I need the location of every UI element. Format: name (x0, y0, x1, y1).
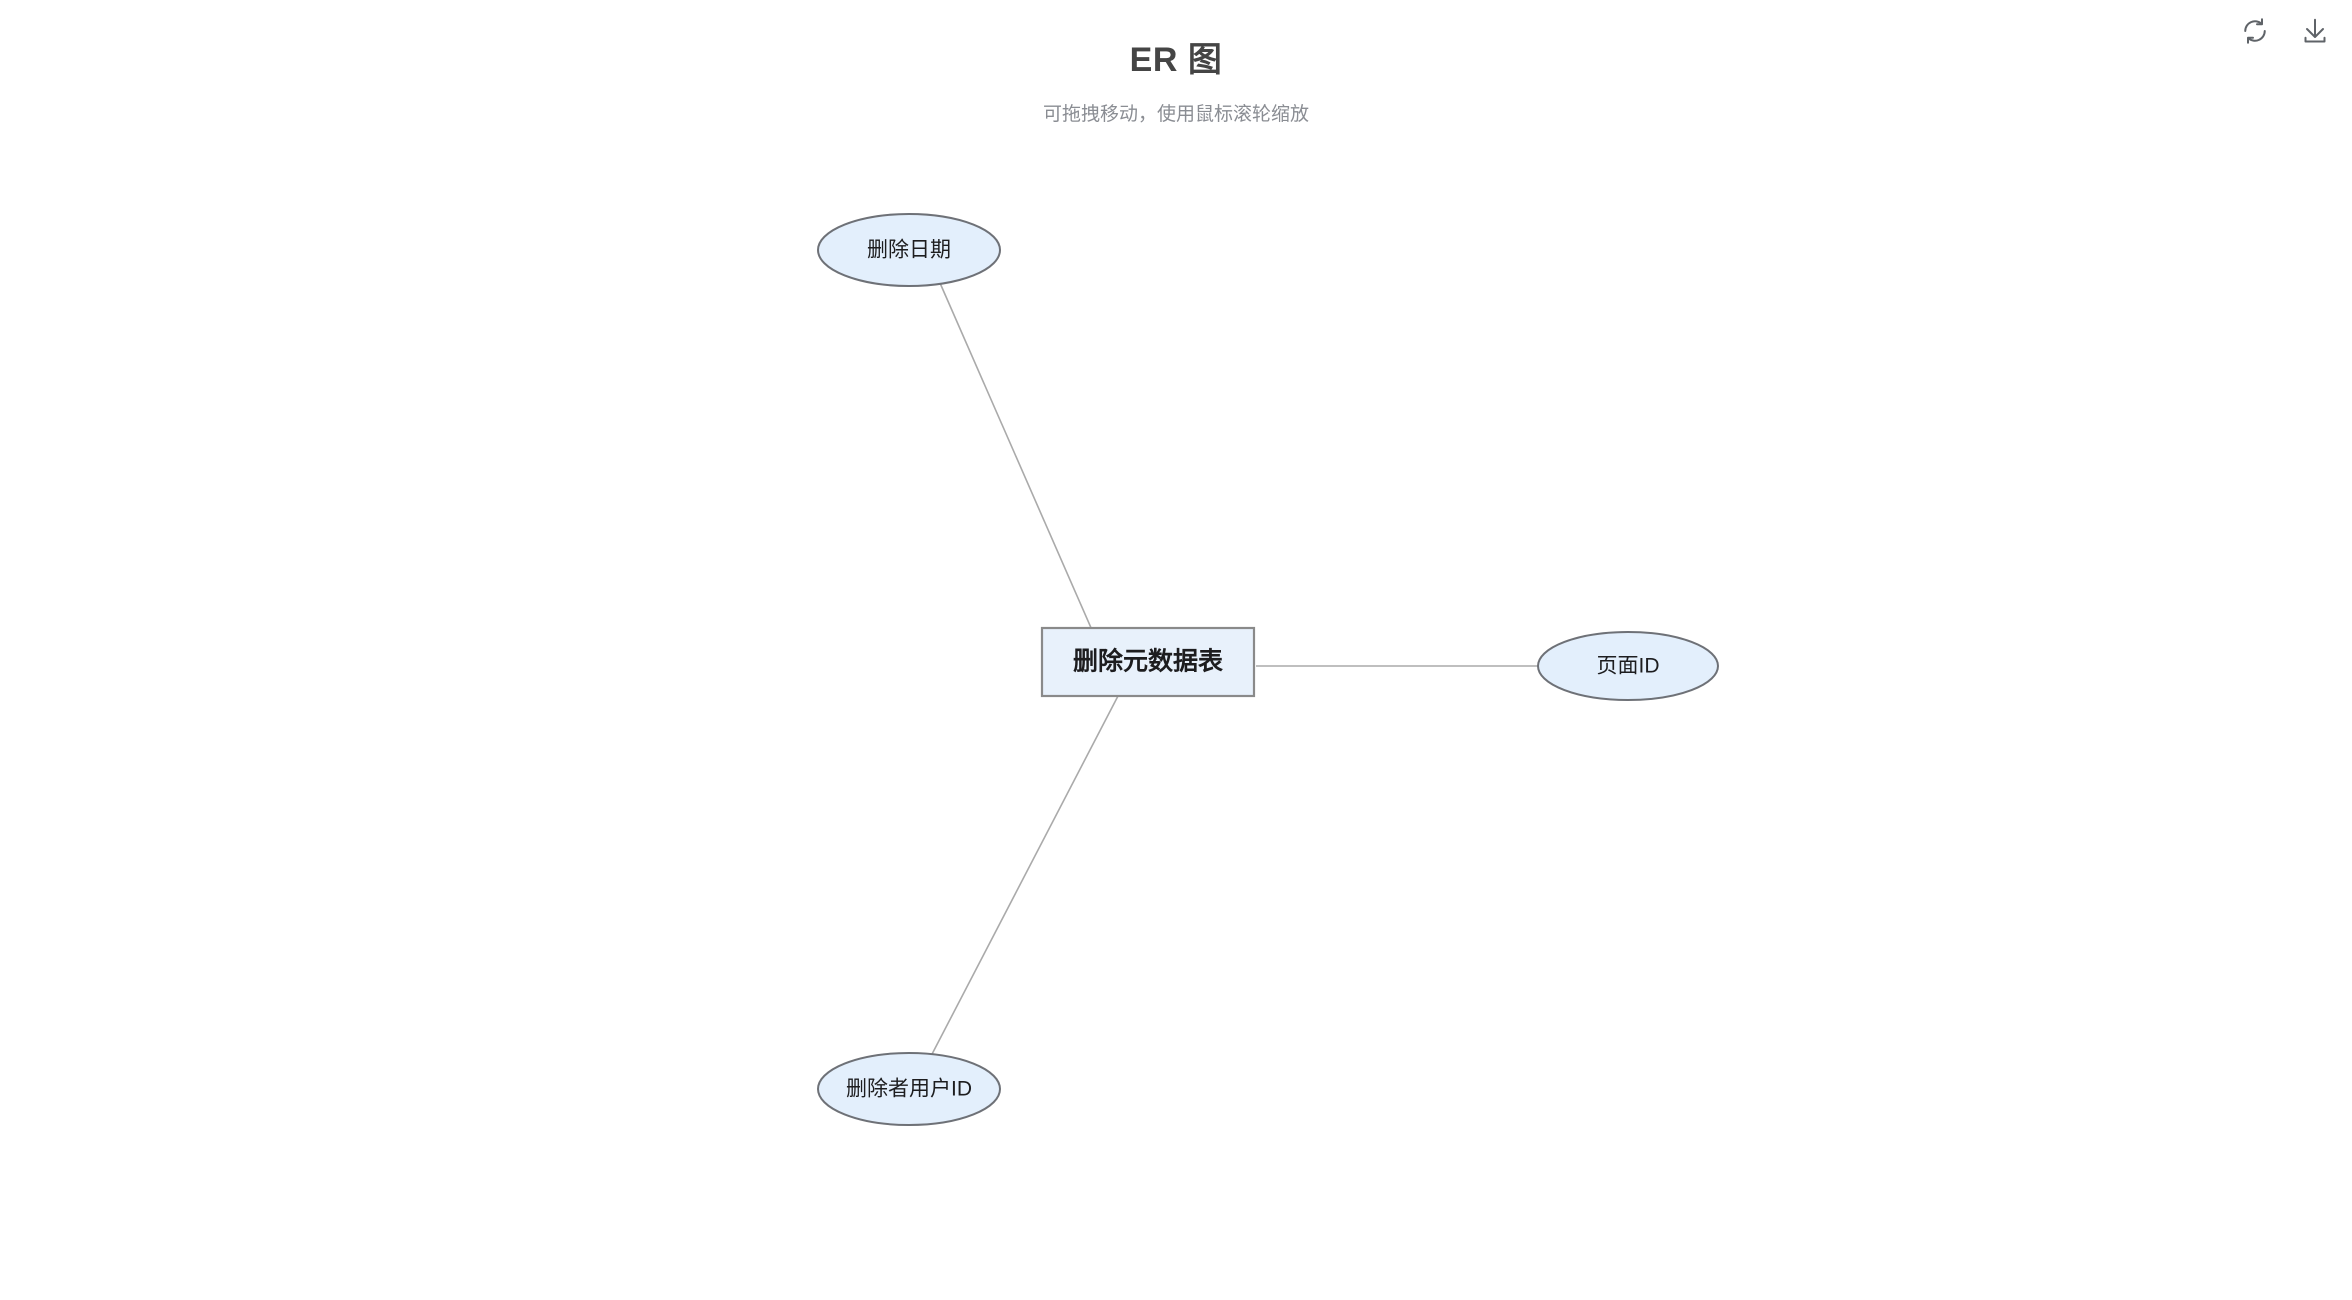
attribute-node-deleter-user-id[interactable]: 删除者用户ID (817, 1052, 1001, 1126)
attribute-shape[interactable] (817, 1052, 1001, 1126)
attribute-label: 页面ID (1597, 655, 1660, 678)
refresh-icon (2240, 16, 2270, 46)
entity-label: 删除元数据表 (1073, 647, 1224, 676)
toolbar (2236, 12, 2334, 50)
node-layer: 删除元数据表 删除日期 页面ID 删除者用户ID (817, 213, 1719, 1126)
refresh-button[interactable] (2236, 12, 2274, 50)
attribute-label: 删除者用户ID (846, 1078, 972, 1101)
attribute-shape[interactable] (1537, 631, 1719, 701)
entity-shape[interactable] (1040, 626, 1256, 698)
download-button[interactable] (2296, 12, 2334, 50)
edge-deleter-user-id (929, 695, 1119, 1059)
edge-layer (929, 282, 1538, 1059)
attribute-shape[interactable] (817, 213, 1001, 287)
attribute-label: 删除日期 (867, 239, 951, 262)
download-icon (2300, 16, 2330, 46)
attribute-node-page-id[interactable]: 页面ID (1537, 631, 1719, 701)
edge-delete-date (939, 282, 1121, 695)
attribute-node-delete-date[interactable]: 删除日期 (817, 213, 1001, 287)
entity-node-delete-metadata-table[interactable]: 删除元数据表 (1040, 626, 1256, 698)
